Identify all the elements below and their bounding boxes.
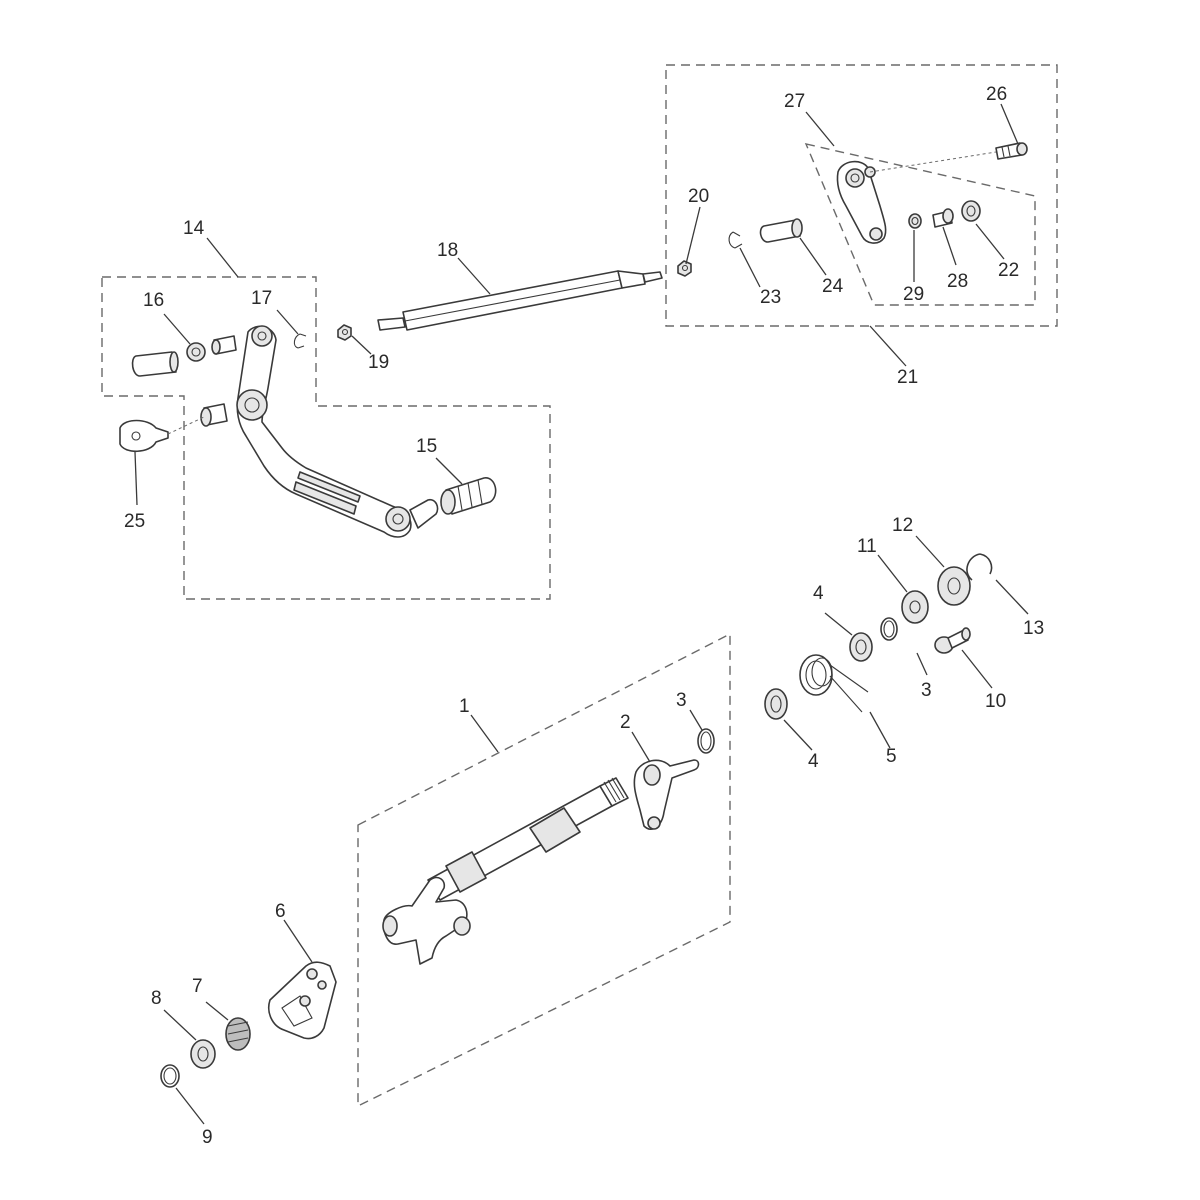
circlip-9 [160,1064,180,1088]
callout-3-upper: 3 [676,690,687,711]
callout-19: 19 [368,352,389,373]
assembly-box-shaft [357,632,731,1108]
washer-12 [937,566,971,606]
callout-11: 11 [857,536,877,557]
gear-pedal [236,325,439,538]
callout-4-upper: 4 [813,583,824,604]
circlip-lower [293,333,307,349]
linkage-rod [377,270,663,331]
callout-22: 22 [998,260,1019,281]
pedal-rubber [440,477,497,515]
selector-lever [836,160,887,244]
stud-bolt-28 [932,208,954,228]
rod-end-lower [131,351,179,377]
pedal-pivot-bolt [119,419,169,453]
callout-23: 23 [760,287,781,308]
callout-9: 9 [202,1127,213,1148]
callout-1: 1 [459,696,470,717]
stopper-spring [225,1017,251,1051]
callout-10: 10 [985,691,1006,712]
washer-29 [908,213,922,229]
callout-17: 17 [251,288,272,309]
callout-7: 7 [192,976,203,997]
callout-18: 18 [437,240,458,261]
lever-clamp-bolt [995,142,1028,160]
washer-4-upper [849,632,873,662]
circlip-13 [966,553,993,581]
callout-12: 12 [892,515,913,536]
callout-21: 21 [897,367,918,388]
circlip-3-upper [697,728,715,754]
callout-2: 2 [620,712,631,733]
nut-upper [677,260,692,277]
callout-4-lower: 4 [808,751,819,772]
selector-shaft [382,777,629,965]
spherical-bearing-lower [186,342,206,362]
callout-27: 27 [784,91,805,112]
return-spring [799,654,869,713]
callout-25: 25 [124,511,145,532]
callout-29: 29 [903,284,924,305]
callout-28: 28 [947,271,968,292]
callout-26: 26 [986,84,1007,105]
callout-15: 15 [416,436,437,457]
circlip-upper [728,231,743,249]
selector-claw [633,759,700,830]
callout-5: 5 [886,746,897,767]
pivot-bolt-10 [934,627,971,654]
callout-20: 20 [688,186,709,207]
assembly-box-pedal [101,276,551,600]
callout-13: 13 [1023,618,1044,639]
pedal-pivot-bush [200,403,228,427]
washer-8 [190,1039,216,1069]
stopper-plate [268,961,337,1040]
callout-16: 16 [143,290,164,311]
callout-8: 8 [151,988,162,1009]
washer-4-lower [764,688,788,720]
assembly-box-lever [804,143,1036,306]
callout-14: 14 [183,218,205,239]
washer-11 [901,590,929,624]
callout-6: 6 [275,901,286,922]
bolt-lower [211,335,237,355]
callout-3-lower: 3 [921,680,932,701]
rod-end-upper [759,218,803,243]
callout-24: 24 [822,276,844,297]
nut-lower [337,324,352,341]
circlip-3-lower [880,617,898,641]
spacer-22 [961,200,981,222]
assembly-box-linkage [665,64,1058,327]
